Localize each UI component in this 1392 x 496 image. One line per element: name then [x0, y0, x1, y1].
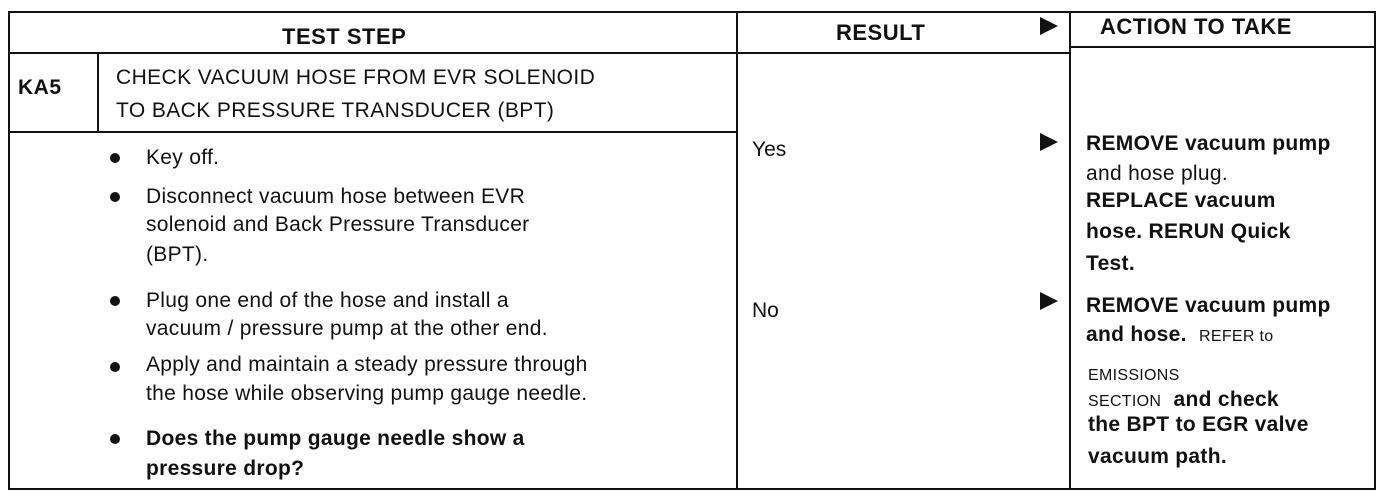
- no-action-line-2: and hose. REFER to: [1086, 323, 1274, 346]
- bullet-icon: [110, 192, 120, 202]
- action-header: ACTION TO TAKE: [1100, 14, 1292, 39]
- no-action-line-5: the BPT to EGR valve: [1088, 413, 1309, 436]
- step-title-line-2: TO BACK PRESSURE TRANSDUCER (BPT): [116, 99, 555, 122]
- instruction-2-line-1: Disconnect vacuum hose between EVR: [146, 185, 526, 208]
- yes-action-line-3: REPLACE vacuum: [1086, 189, 1276, 212]
- table-left-border: [8, 11, 10, 490]
- action-header-bottom-border: [1070, 46, 1376, 48]
- instruction-4-line-2: the hose while observing pump gauge need…: [146, 382, 588, 405]
- bullet-icon: [110, 153, 120, 163]
- bullet-icon: [110, 434, 120, 444]
- step-title-line-1: CHECK VACUUM HOSE FROM EVR SOLENOID: [116, 66, 596, 89]
- instruction-3-line-1: Plug one end of the hose and install a: [146, 289, 509, 312]
- table-bottom-border: [8, 488, 1376, 490]
- step-title-bottom-border: [8, 131, 738, 133]
- table-top-border: [8, 11, 1376, 13]
- step-code: KA5: [18, 76, 62, 99]
- no-action-line-4: SECTION and check: [1088, 388, 1279, 411]
- bullet-icon: [110, 296, 120, 306]
- result-header: RESULT: [836, 20, 926, 45]
- yes-action-line-2: and hose plug.: [1086, 162, 1228, 185]
- no-action-line-1: REMOVE vacuum pump: [1086, 294, 1331, 317]
- instruction-5-line-1: Does the pump gauge needle show a: [146, 427, 525, 450]
- action-column-left-border: [1069, 11, 1071, 490]
- result-column-left-border: [736, 11, 738, 490]
- no-arrow-icon: [1040, 292, 1058, 310]
- instruction-3-line-2: vacuum / pressure pump at the other end.: [146, 317, 548, 340]
- bullet-icon: [110, 362, 120, 372]
- instruction-1-line-1: Key off.: [146, 146, 220, 169]
- yes-action-line-5: Test.: [1086, 252, 1135, 275]
- instruction-5-line-2: pressure drop?: [146, 457, 305, 480]
- result-no: No: [752, 299, 779, 322]
- result-yes: Yes: [752, 138, 787, 161]
- yes-action-line-4: hose. RERUN Quick: [1086, 220, 1291, 243]
- yes-action-line-1: REMOVE vacuum pump: [1086, 132, 1331, 155]
- instruction-2-line-3: (BPT).: [146, 243, 209, 266]
- instruction-2-line-2: solenoid and Back Pressure Transducer: [146, 213, 530, 236]
- no-action-line-6: vacuum path.: [1088, 445, 1227, 468]
- yes-arrow-icon: [1040, 133, 1058, 151]
- instruction-4-line-1: Apply and maintain a steady pressure thr…: [146, 353, 588, 376]
- no-action-line-3: EMISSIONS: [1088, 367, 1180, 384]
- result-header-arrow-icon: [1040, 17, 1058, 35]
- table-right-border: [1374, 11, 1376, 490]
- test-step-header: TEST STEP: [282, 24, 407, 49]
- header-bottom-border: [8, 52, 1070, 54]
- step-code-divider: [97, 53, 99, 132]
